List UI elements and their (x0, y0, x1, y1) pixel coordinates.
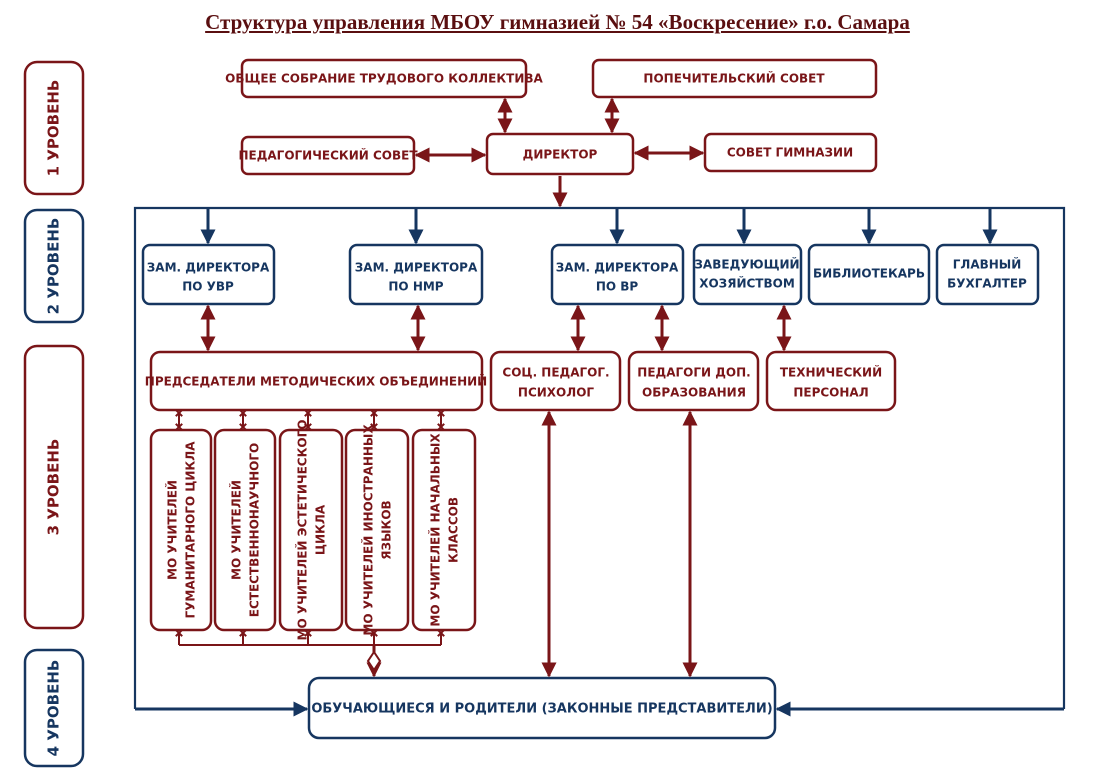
svg-text:ПО ВР: ПО ВР (596, 280, 639, 294)
svg-text:ХОЗЯЙСТВОМ: ХОЗЯЙСТВОМ (699, 276, 795, 291)
svg-text:ДИРЕКТОР: ДИРЕКТОР (523, 148, 598, 162)
svg-text:ЕСТЕСТВЕННОНАУЧНОГО: ЕСТЕСТВЕННОНАУЧНОГО (248, 443, 262, 617)
svg-text:ОБЩЕЕ СОБРАНИЕ ТРУДОВОГО КОЛЛЕ: ОБЩЕЕ СОБРАНИЕ ТРУДОВОГО КОЛЛЕКТИВА (225, 72, 543, 86)
level-2-label: 2 УРОВЕНЬ (23, 208, 85, 324)
social-pedagogue-box: СОЦ. ПЕДАГОГ. ПСИХОЛОГ (489, 350, 622, 412)
librarian-box: БИБЛИОТЕКАРЬ (807, 243, 931, 306)
mo-aesthetics-box: МО УЧИТЕЛЕЙ ЭСТЕТИЧЕСКОГО ЦИКЛА (278, 420, 344, 641)
mo-diamond-icon (366, 650, 382, 672)
level2-frame (133, 206, 1066, 709)
level-2-text: 2 УРОВЕНЬ (45, 218, 63, 315)
svg-text:ПОПЕЧИТЕЛЬСКИЙ СОВЕТ: ПОПЕЧИТЕЛЬСКИЙ СОВЕТ (643, 71, 825, 86)
deputy-vr-box: ЗАМ. ДИРЕКТОРА ПО ВР (550, 243, 685, 306)
svg-text:ОБУЧАЮЩИЕСЯ И РОДИТЕЛИ (ЗАКОНН: ОБУЧАЮЩИЕСЯ И РОДИТЕЛИ (ЗАКОННЫЕ ПРЕДСТА… (311, 702, 772, 717)
technical-staff-box: ТЕХНИЧЕСКИЙ ПЕРСОНАЛ (765, 350, 897, 412)
students-parents-box: ОБУЧАЮЩИЕСЯ И РОДИТЕЛИ (ЗАКОННЫЕ ПРЕДСТА… (307, 676, 777, 740)
svg-text:ЗАМ. ДИРЕКТОРА: ЗАМ. ДИРЕКТОРА (147, 261, 270, 275)
svg-text:БУХГАЛТЕР: БУХГАЛТЕР (947, 277, 1027, 291)
svg-text:СОВЕТ ГИМНАЗИИ: СОВЕТ ГИМНАЗИИ (727, 146, 853, 160)
svg-text:ЗАМ. ДИРЕКТОРА: ЗАМ. ДИРЕКТОРА (556, 261, 679, 275)
svg-text:ЗАВЕДУЮЩИЙ: ЗАВЕДУЮЩИЙ (694, 257, 799, 272)
svg-text:ОБРАЗОВАНИЯ: ОБРАЗОВАНИЯ (642, 386, 746, 400)
household-manager-box: ЗАВЕДУЮЩИЙ ХОЗЯЙСТВОМ (692, 243, 803, 306)
svg-text:СОЦ. ПЕДАГОГ.: СОЦ. ПЕДАГОГ. (502, 366, 609, 380)
chief-accountant-box: ГЛАВНЫЙ БУХГАЛТЕР (935, 243, 1040, 306)
mo-natural-sciences-box: МО УЧИТЕЛЕЙ ЕСТЕСТВЕННОНАУЧНОГО (213, 428, 277, 632)
svg-text:МО УЧИТЕЛЕЙ ИНОСТРАННЫХ: МО УЧИТЕЛЕЙ ИНОСТРАННЫХ (361, 424, 376, 636)
general-meeting-box: ОБЩЕЕ СОБРАНИЕ ТРУДОВОГО КОЛЛЕКТИВА (225, 58, 544, 99)
svg-text:ГЛАВНЫЙ: ГЛАВНЫЙ (953, 257, 1022, 272)
pedagogical-council-box: ПЕДАГОГИЧЕСКИЙ СОВЕТ (238, 135, 418, 176)
board-of-trustees-box: ПОПЕЧИТЕЛЬСКИЙ СОВЕТ (591, 58, 878, 99)
page-title: Структура управления МБОУ гимназией № 54… (205, 10, 910, 34)
svg-text:ПЕДАГОГИЧЕСКИЙ СОВЕТ: ПЕДАГОГИЧЕСКИЙ СОВЕТ (238, 148, 418, 163)
level3-level4-connectors (541, 410, 698, 678)
level-4-text: 4 УРОВЕНЬ (45, 660, 63, 757)
svg-text:КЛАССОВ: КЛАССОВ (447, 497, 461, 563)
svg-text:ПО УВР: ПО УВР (182, 280, 234, 294)
gymnasium-council-box: СОВЕТ ГИМНАЗИИ (703, 132, 878, 173)
deputy-uvr-box: ЗАМ. ДИРЕКТОРА ПО УВР (141, 243, 276, 306)
additional-education-box: ПЕДАГОГИ ДОП. ОБРАЗОВАНИЯ (627, 350, 760, 412)
level-1-label: 1 УРОВЕНЬ (23, 60, 85, 196)
svg-text:ЦИКЛА: ЦИКЛА (314, 504, 328, 555)
svg-text:ПЕРСОНАЛ: ПЕРСОНАЛ (793, 386, 868, 400)
svg-text:ПСИХОЛОГ: ПСИХОЛОГ (518, 386, 595, 400)
svg-text:МО УЧИТЕЛЕЙ НАЧАЛЬНЫХ: МО УЧИТЕЛЕЙ НАЧАЛЬНЫХ (428, 433, 443, 627)
level-1-text: 1 УРОВЕНЬ (45, 80, 63, 177)
svg-text:ЯЗЫКОВ: ЯЗЫКОВ (380, 500, 394, 559)
svg-text:МО УЧИТЕЛЕЙ ЭСТЕТИЧЕСКОГО: МО УЧИТЕЛЕЙ ЭСТЕТИЧЕСКОГО (295, 420, 310, 641)
director-box: ДИРЕКТОР (485, 132, 635, 176)
mo-chairs-box: ПРЕДСЕДАТЕЛИ МЕТОДИЧЕСКИХ ОБЪЕДИНЕНИЙ (145, 350, 487, 412)
svg-text:ЗАМ. ДИРЕКТОРА: ЗАМ. ДИРЕКТОРА (355, 261, 478, 275)
svg-text:МО УЧИТЕЛЕЙ: МО УЧИТЕЛЕЙ (229, 480, 244, 580)
mo-humanities-box: МО УЧИТЕЛЕЙ ГУМАНИТАРНОГО ЦИКЛА (149, 428, 213, 632)
svg-text:ПРЕДСЕДАТЕЛИ МЕТОДИЧЕСКИХ ОБЪЕ: ПРЕДСЕДАТЕЛИ МЕТОДИЧЕСКИХ ОБЪЕДИНЕНИЙ (145, 374, 487, 389)
frame-to-level2-arrows (200, 208, 998, 245)
level-4-label: 4 УРОВЕНЬ (23, 648, 85, 768)
level-3-text: 3 УРОВЕНЬ (45, 439, 63, 536)
svg-text:ПО НМР: ПО НМР (388, 280, 443, 294)
svg-text:ПЕДАГОГИ ДОП.: ПЕДАГОГИ ДОП. (637, 366, 750, 380)
svg-text:МО УЧИТЕЛЕЙ: МО УЧИТЕЛЕЙ (165, 480, 180, 580)
level2-level3-connectors (200, 304, 792, 352)
svg-text:ТЕХНИЧЕСКИЙ: ТЕХНИЧЕСКИЙ (780, 365, 882, 380)
mo-foreign-languages-box: МО УЧИТЕЛЕЙ ИНОСТРАННЫХ ЯЗЫКОВ (344, 424, 410, 636)
svg-text:БИБЛИОТЕКАРЬ: БИБЛИОТЕКАРЬ (813, 267, 925, 281)
mo-primary-school-box: МО УЧИТЕЛЕЙ НАЧАЛЬНЫХ КЛАССОВ (411, 428, 477, 632)
level1-connectors (414, 97, 705, 208)
deputy-nmr-box: ЗАМ. ДИРЕКТОРА ПО НМР (348, 243, 484, 306)
level-3-label: 3 УРОВЕНЬ (23, 344, 85, 630)
svg-text:ГУМАНИТАРНОГО ЦИКЛА: ГУМАНИТАРНОГО ЦИКЛА (184, 441, 198, 619)
